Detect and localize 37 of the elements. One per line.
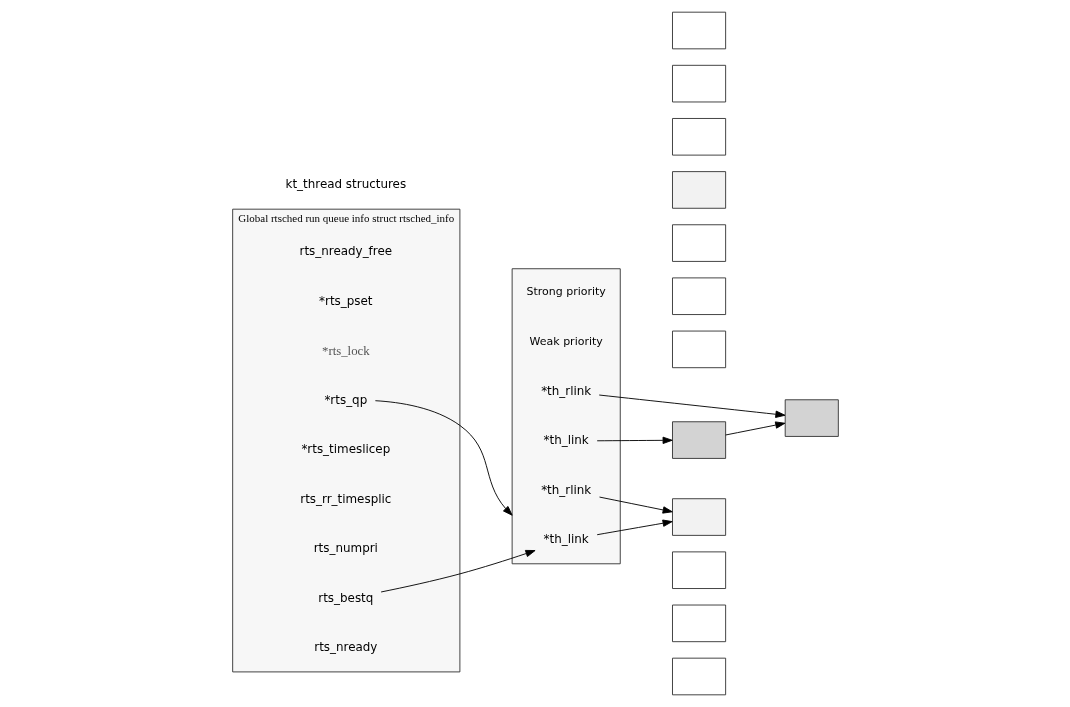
node-box xyxy=(671,551,726,589)
node-text: *rts_timeslicep xyxy=(300,442,390,457)
node-box xyxy=(671,64,726,103)
node-box xyxy=(671,421,726,459)
node-text: *th_link xyxy=(543,532,589,547)
node-text: *th_link xyxy=(543,433,589,448)
arrow xyxy=(598,496,673,514)
node-text: *rts_qp xyxy=(323,392,367,407)
node-text: rts_bestq xyxy=(317,590,373,605)
node-text: *th_rlink xyxy=(540,383,591,398)
arrow xyxy=(598,394,785,418)
arrow xyxy=(374,400,513,516)
node-box xyxy=(784,399,839,437)
arrow xyxy=(380,549,536,593)
node-text: *th_rlink xyxy=(540,482,591,497)
arrow xyxy=(596,519,673,536)
cluster xyxy=(511,268,621,565)
node-box xyxy=(671,498,726,536)
node-box xyxy=(671,118,726,156)
node-text: rts_numpri xyxy=(313,541,378,556)
node-label: Strong priority xyxy=(526,285,606,299)
node-box xyxy=(671,224,726,262)
node-box xyxy=(671,604,726,643)
node-text: rts_rr_timesplic xyxy=(299,491,391,506)
node-text: rts_nready_free xyxy=(299,244,392,259)
node-label: Weak priority xyxy=(529,334,603,348)
node-box xyxy=(671,277,726,315)
arrow xyxy=(596,436,673,444)
node-box xyxy=(671,11,726,50)
label: kt_thread structures xyxy=(285,177,406,192)
node-box xyxy=(671,657,726,696)
node-text: *rts_lock xyxy=(321,343,370,358)
node-box xyxy=(671,330,726,369)
arrow xyxy=(724,421,785,436)
node-text: rts_nready xyxy=(313,640,377,655)
node-text: *rts_pset xyxy=(318,293,373,308)
node-box xyxy=(671,171,726,209)
